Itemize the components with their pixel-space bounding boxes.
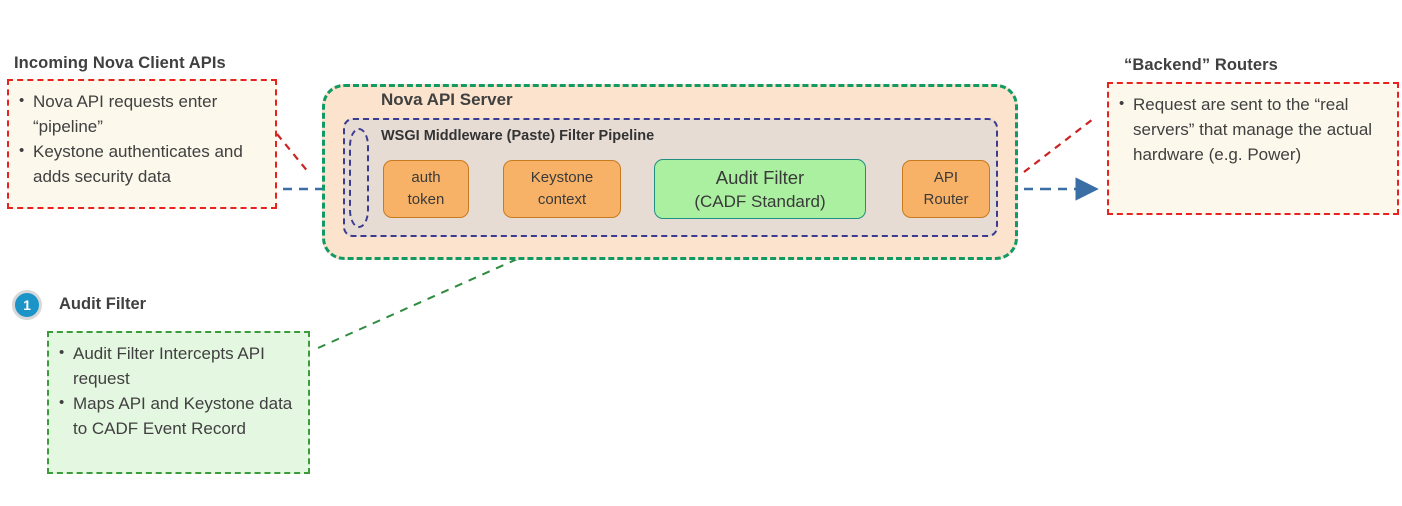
callout-left-bullet-list: Nova API requests enter “pipeline” Keyst… — [15, 88, 265, 189]
node-auth-token-line1: auth — [411, 169, 441, 186]
node-keystone-context[interactable]: Keystone context — [503, 160, 621, 218]
node-keystone-context-line2: context — [537, 191, 587, 208]
node-audit-filter-line1: Audit Filter — [715, 166, 805, 188]
node-auth-token-line2: token — [407, 191, 445, 208]
callout-backend-routers: Request are sent to the “real servers” t… — [1107, 82, 1399, 215]
heading-backend-routers: “Backend” Routers — [1124, 56, 1278, 74]
leader-line-left — [276, 133, 310, 174]
node-api-router-line2: Router — [923, 191, 969, 208]
wsgi-filter-pipeline-title: WSGI Middleware (Paste) Filter Pipeline — [381, 128, 655, 144]
list-item: Request are sent to the “real servers” t… — [1115, 91, 1387, 167]
node-api-router[interactable]: API Router — [902, 160, 990, 218]
annotation-bullet-list: Audit Filter Intercepts API request Maps… — [55, 340, 298, 441]
list-item: Maps API and Keystone data to CADF Event… — [55, 390, 298, 441]
heading-incoming-nova-client-apis: Incoming Nova Client APIs — [14, 54, 226, 72]
leader-line-right — [1023, 118, 1094, 173]
step-badge-1-number: 1 — [23, 297, 31, 313]
callout-incoming-nova-client: Nova API requests enter “pipeline” Keyst… — [7, 79, 277, 209]
node-auth-token[interactable]: auth token — [383, 160, 469, 218]
step-badge-1: 1 — [12, 290, 42, 320]
list-item: Audit Filter Intercepts API request — [55, 340, 298, 391]
pipeline-entry-point — [349, 128, 369, 228]
node-api-router-line1: API — [933, 169, 959, 186]
node-keystone-context-line1: Keystone — [530, 169, 594, 186]
node-audit-filter-line2: (CADF Standard) — [694, 191, 826, 211]
callout-audit-filter-detail: Audit Filter Intercepts API request Maps… — [47, 331, 310, 474]
node-audit-filter[interactable]: Audit Filter (CADF Standard) — [654, 159, 866, 219]
annotation-title-audit-filter: Audit Filter — [59, 295, 147, 313]
list-item: Keystone authenticates and adds security… — [15, 138, 265, 189]
nova-api-server-title: Nova API Server — [381, 90, 513, 109]
callout-right-bullet-list: Request are sent to the “real servers” t… — [1115, 91, 1387, 167]
list-item: Nova API requests enter “pipeline” — [15, 88, 265, 139]
